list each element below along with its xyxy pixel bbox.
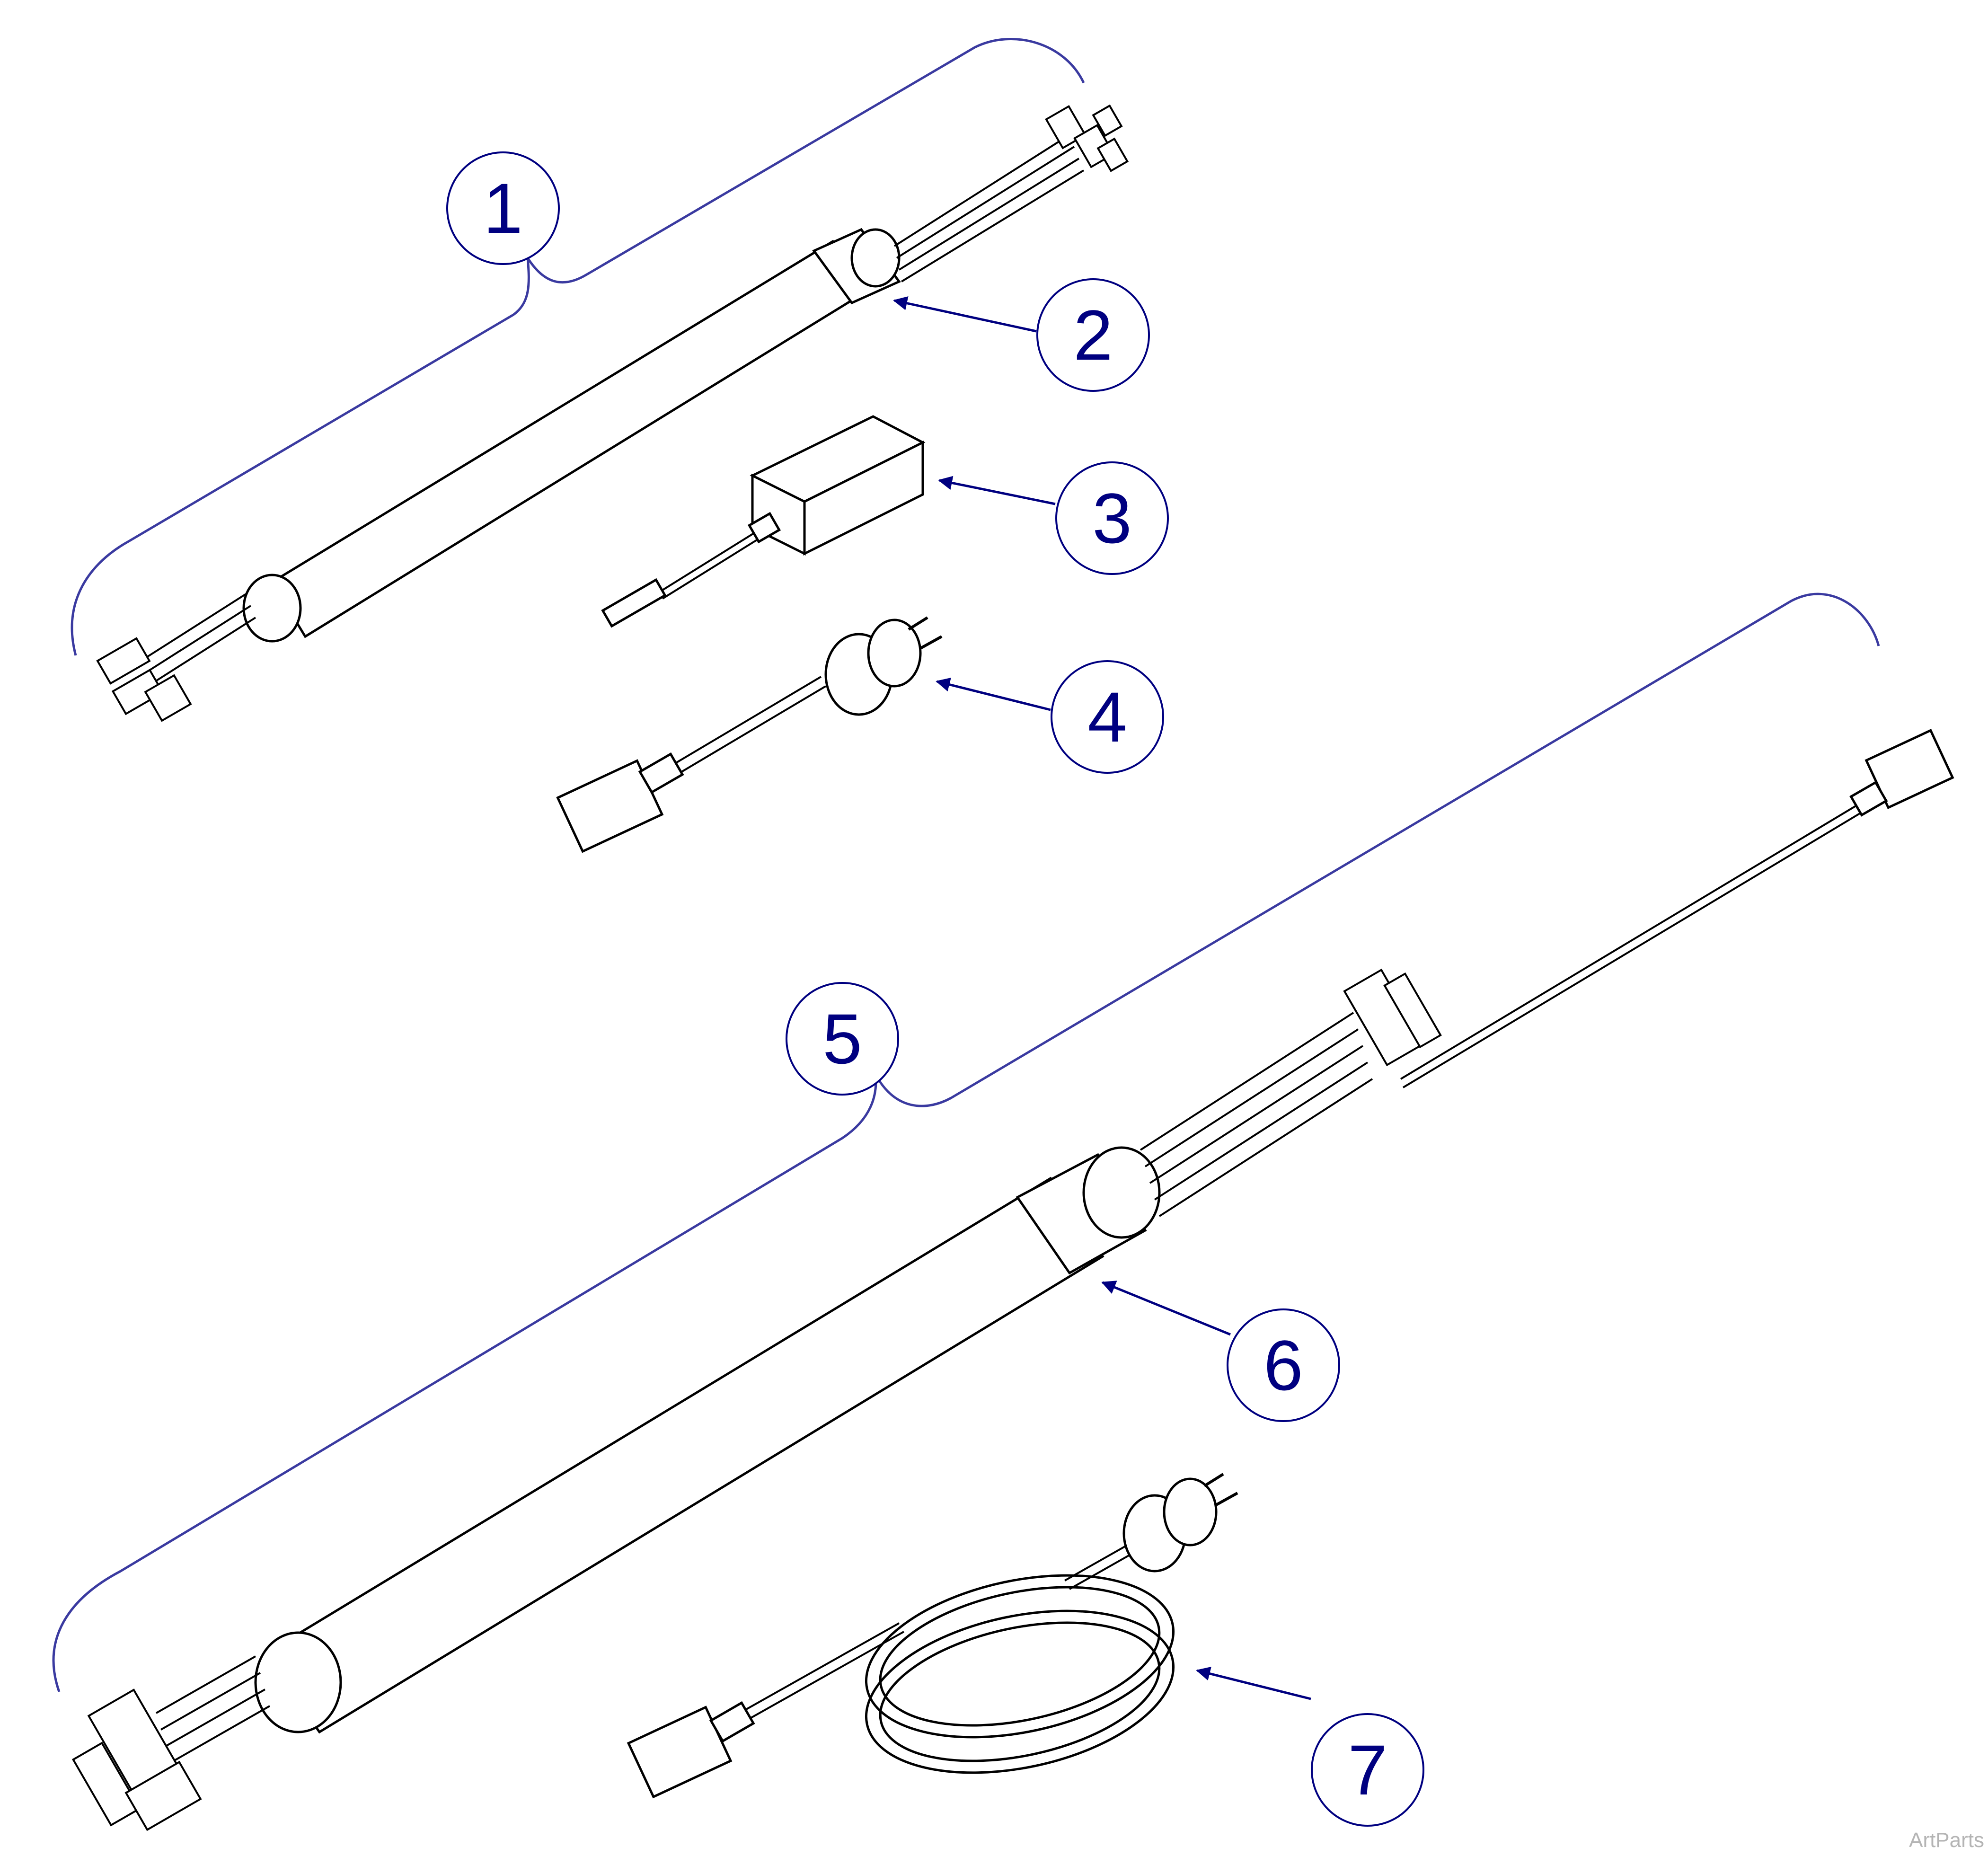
tube-1 bbox=[270, 239, 873, 638]
wires-left-5 bbox=[156, 1655, 270, 1764]
wires-right-5 bbox=[1140, 1012, 1373, 1217]
leader-lines bbox=[893, 296, 1311, 1700]
coil-outer-bottom bbox=[865, 1609, 1175, 1774]
callout-3: 3 bbox=[1055, 461, 1169, 575]
adapter-barrel-plug bbox=[601, 578, 667, 628]
leader-4 bbox=[936, 677, 1051, 711]
callout-2: 2 bbox=[1036, 278, 1150, 392]
callout-4: 4 bbox=[1051, 660, 1164, 774]
callout-1: 1 bbox=[446, 151, 560, 265]
iec-strain-7 bbox=[709, 1701, 755, 1743]
wires-right-1 bbox=[893, 134, 1085, 283]
adapter-strain-relief bbox=[747, 512, 781, 544]
connectors-left-1 bbox=[96, 637, 192, 722]
iec-strain-right-5 bbox=[1849, 780, 1888, 817]
svg-text:2: 2 bbox=[1073, 295, 1113, 375]
svg-text:4: 4 bbox=[1087, 677, 1127, 757]
callout-7: 7 bbox=[1311, 1713, 1424, 1827]
coil-outer-top bbox=[865, 1574, 1175, 1739]
plug-body-7b bbox=[1163, 1477, 1218, 1547]
sleeve-6-end bbox=[1082, 1146, 1161, 1239]
cable-assembly-1 bbox=[96, 104, 1129, 722]
connectors-right-5 bbox=[1343, 968, 1442, 1067]
callout-6: 6 bbox=[1227, 1308, 1340, 1422]
iec-strain-4 bbox=[638, 752, 684, 794]
tube-5 bbox=[263, 1176, 1104, 1734]
connectors-right-1 bbox=[1045, 104, 1129, 172]
adapter-side bbox=[803, 440, 924, 556]
bracket-5 bbox=[52, 592, 1880, 1692]
leader-7 bbox=[1196, 1666, 1311, 1700]
wires-left-1 bbox=[141, 593, 256, 685]
svg-text:3: 3 bbox=[1092, 478, 1131, 558]
power-cord-7 bbox=[627, 1473, 1238, 1799]
leader-6 bbox=[1101, 1281, 1231, 1336]
leader-2 bbox=[893, 296, 1037, 333]
power-adapter-3 bbox=[601, 415, 926, 628]
watermark: ArtParts bbox=[1909, 1829, 1984, 1852]
svg-text:5: 5 bbox=[822, 999, 862, 1078]
leader-3 bbox=[938, 476, 1056, 505]
coil-inner-top bbox=[879, 1586, 1161, 1727]
cable-assembly-5 bbox=[71, 729, 1954, 1831]
plug-body-4b bbox=[867, 619, 922, 688]
callout-5: 5 bbox=[786, 982, 899, 1096]
sleeve-2-end bbox=[850, 228, 901, 288]
bracket-1 bbox=[71, 38, 1085, 656]
connectors-left-5 bbox=[71, 1688, 202, 1831]
callout-balloons: 1 2 3 4 5 6 7 bbox=[446, 151, 1424, 1827]
svg-text:7: 7 bbox=[1348, 1730, 1387, 1810]
coil-inner-bottom bbox=[879, 1621, 1161, 1762]
sleeve-end-left-1 bbox=[242, 574, 302, 643]
svg-text:1: 1 bbox=[483, 168, 522, 248]
sleeve-end-left-5 bbox=[254, 1631, 342, 1733]
svg-text:6: 6 bbox=[1263, 1326, 1303, 1405]
power-cord-4 bbox=[556, 616, 943, 853]
